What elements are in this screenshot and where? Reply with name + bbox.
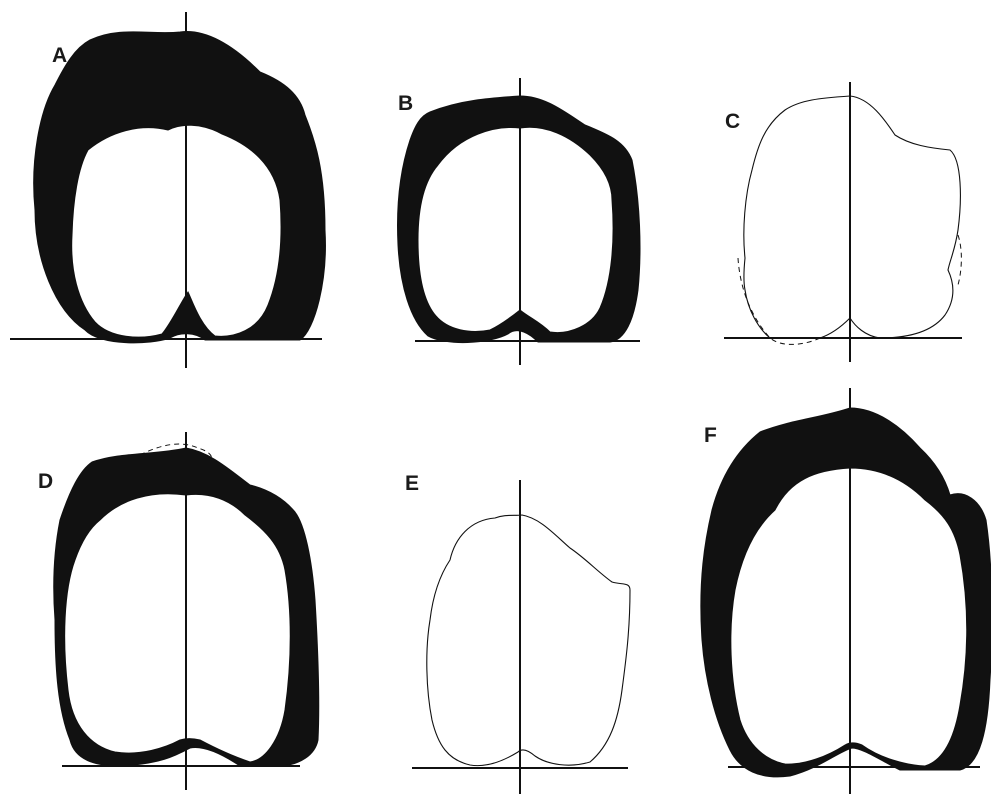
panel-d: D [38, 432, 319, 790]
panel-label-e: E [405, 472, 419, 495]
panel-label-c: C [725, 110, 740, 133]
panel-c-outline [744, 96, 961, 338]
panel-label-d: D [38, 470, 53, 493]
panel-c: C [724, 82, 962, 362]
panel-f-outline-band [701, 408, 991, 777]
panel-f: F [701, 388, 991, 794]
panel-a: A [10, 12, 325, 368]
panel-label-f: F [704, 424, 717, 447]
panel-c-dashed-right [958, 235, 961, 285]
panel-label-b: B [398, 92, 413, 115]
panel-label-a: A [52, 44, 67, 67]
panel-b: B [398, 78, 641, 365]
panel-e: E [405, 472, 630, 794]
panel-e-outline [427, 515, 630, 766]
panel-a-outline-band [34, 32, 326, 343]
panel-b-outline-band [398, 96, 641, 343]
panel-c-dashed-left [738, 258, 820, 344]
